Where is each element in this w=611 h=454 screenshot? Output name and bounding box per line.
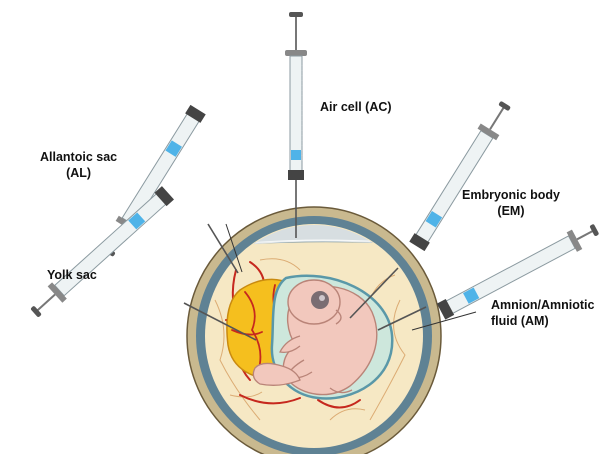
syringe-yolk bbox=[27, 185, 175, 322]
label-embryonic-body-line2: (EM) bbox=[462, 203, 560, 219]
syringe-embryonic bbox=[408, 98, 516, 252]
label-amnion-line1: Amnion/Amniotic bbox=[491, 297, 594, 313]
label-embryonic-body: Embryonic body (EM) bbox=[462, 187, 560, 219]
label-amnion-line2: fluid (AM) bbox=[491, 313, 594, 329]
label-yolk-sac: Yolk sac bbox=[47, 267, 97, 283]
label-allantoic-sac-line1: Allantoic sac bbox=[40, 149, 117, 165]
label-air-cell: Air cell (AC) bbox=[320, 99, 392, 115]
label-amnion: Amnion/Amniotic fluid (AM) bbox=[491, 297, 594, 329]
syringe-air-cell bbox=[285, 12, 307, 238]
egg bbox=[187, 200, 441, 454]
label-embryonic-body-line1: Embryonic body bbox=[462, 187, 560, 203]
label-allantoic-sac-line2: (AL) bbox=[40, 165, 117, 181]
label-allantoic-sac: Allantoic sac (AL) bbox=[40, 149, 117, 181]
